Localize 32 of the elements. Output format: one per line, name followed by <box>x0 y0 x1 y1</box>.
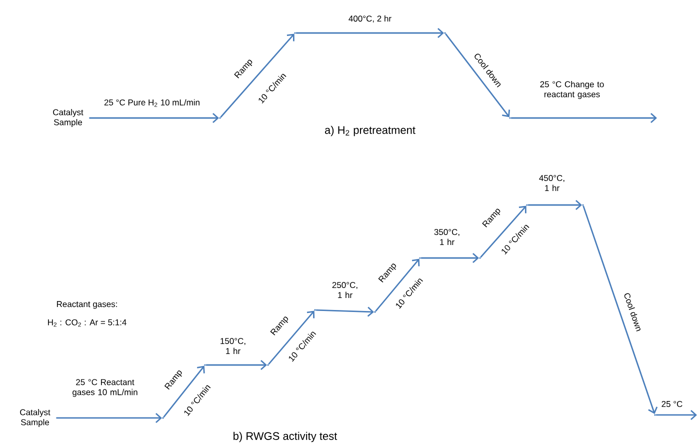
arrow <box>511 112 657 124</box>
arrow <box>268 310 315 365</box>
note-text: H$_{2}$ : CO$_{2}$ : Ar = 5:1:4 <box>48 319 126 327</box>
text-label: Catalyst Sample <box>20 409 50 427</box>
arrow <box>480 206 526 258</box>
arrow <box>89 112 219 124</box>
arrow <box>656 410 697 420</box>
arrow <box>206 360 267 370</box>
edge-label: Cool down <box>624 293 640 332</box>
edge-label: 25 °C <box>662 400 682 407</box>
arrow <box>582 206 658 414</box>
edge-label: 250°C, 1 hr <box>332 282 358 298</box>
arrow <box>316 306 374 317</box>
arrow <box>528 200 582 210</box>
arrow <box>445 33 510 118</box>
note-text: Reactant gases: <box>57 301 117 309</box>
panel-caption: a) H$_{2}$ pretreatment <box>324 126 416 136</box>
edge-label: 350°C, 1 hr <box>434 229 460 245</box>
arrow <box>163 366 205 418</box>
panel-caption: b) RWGS activity test <box>234 432 338 442</box>
arrow <box>220 34 294 118</box>
arrow <box>296 28 444 38</box>
arrow <box>56 412 162 423</box>
edge-label: 450°C, 1 hr <box>539 175 564 191</box>
edge-label: 400°C, 2 hr <box>348 15 392 23</box>
text-label: Catalyst Sample <box>53 109 84 127</box>
edge-label: 150°C, 1 hr <box>220 338 246 354</box>
arrow <box>375 258 420 312</box>
edge-label: 25 °C Change to reactant gases <box>540 81 604 99</box>
edge-label: 25 °C Reactant gases 10 mL/min <box>72 379 138 397</box>
edge-label: 25 °C Pure H$_{2}$ 10 mL/min <box>104 99 200 107</box>
arrow <box>421 252 479 263</box>
